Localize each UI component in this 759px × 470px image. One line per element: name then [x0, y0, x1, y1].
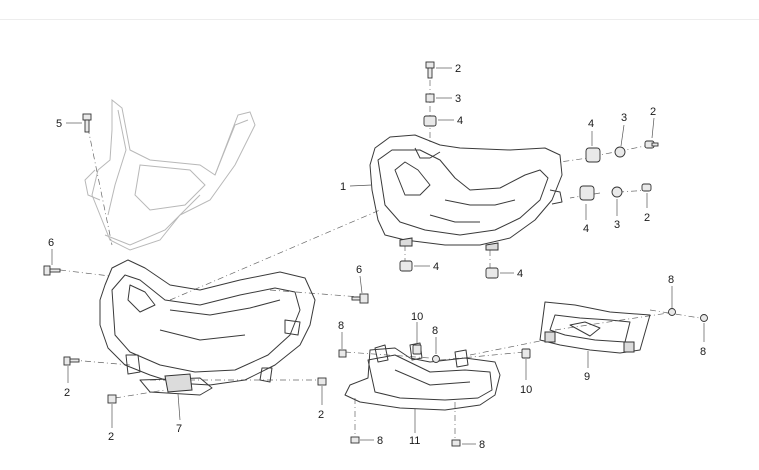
callout-2: 2 — [644, 212, 650, 224]
callout-8: 8 — [668, 274, 674, 286]
callout-4: 4 — [457, 115, 463, 127]
callout-labels: 2 3 4 5 1 4 3 2 2 3 4 6 4 4 6 8 10 8 8 8… — [48, 63, 706, 451]
alignment-lines — [59, 80, 701, 442]
headlight-housing-upper — [369, 134, 563, 251]
callout-8: 8 — [432, 325, 438, 337]
callout-8: 8 — [338, 320, 344, 332]
side-trim-piece — [539, 301, 651, 354]
callout-5: 5 — [56, 118, 62, 130]
callout-2: 2 — [108, 431, 114, 443]
callout-8: 8 — [377, 435, 383, 447]
lower-mounting-bracket — [344, 342, 501, 411]
callout-4: 4 — [433, 261, 439, 273]
ghost-frame-bracket — [84, 98, 256, 251]
callout-6: 6 — [48, 237, 54, 249]
fastener-hardware — [43, 61, 708, 447]
callout-10: 10 — [520, 384, 532, 396]
callout-2: 2 — [455, 63, 461, 75]
callout-1: 1 — [340, 181, 346, 193]
callout-4: 4 — [583, 223, 589, 235]
callout-11: 11 — [409, 435, 420, 447]
callout-3: 3 — [621, 112, 627, 124]
callout-4: 4 — [588, 118, 594, 130]
callout-8: 8 — [700, 346, 706, 358]
callout-6: 6 — [356, 264, 362, 276]
callout-3: 3 — [455, 93, 461, 105]
leader-lines — [51, 67, 705, 445]
callout-2: 2 — [64, 387, 70, 399]
callout-4: 4 — [517, 268, 523, 280]
callout-8: 8 — [479, 439, 485, 451]
callout-2: 2 — [318, 409, 324, 421]
callout-7: 7 — [176, 423, 182, 435]
callout-2: 2 — [650, 106, 656, 118]
callout-3: 3 — [614, 219, 620, 231]
top-divider — [0, 0, 759, 20]
callout-10: 10 — [411, 311, 423, 323]
callout-9: 9 — [584, 371, 590, 383]
headlight-housing-lower — [99, 259, 316, 396]
